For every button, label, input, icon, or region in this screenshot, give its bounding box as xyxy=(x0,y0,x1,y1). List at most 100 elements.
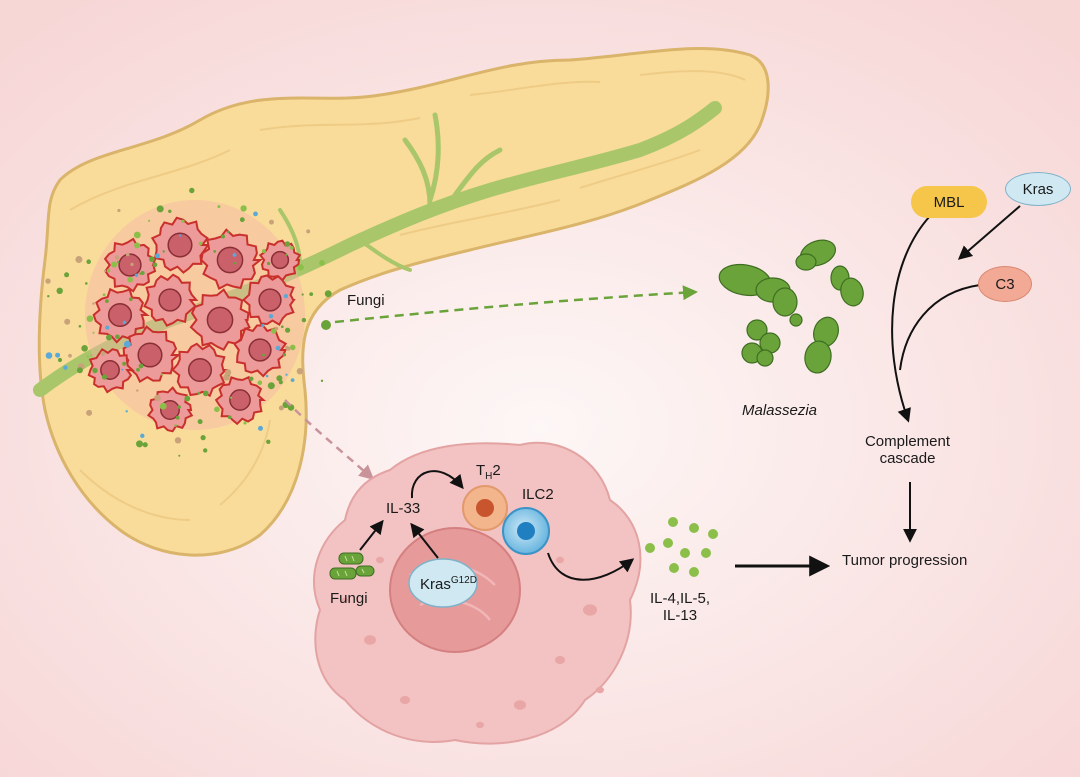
particle-dot xyxy=(92,367,98,374)
particle-dot xyxy=(154,253,160,259)
particle-dot xyxy=(283,294,288,299)
malassezia-cluster xyxy=(718,239,864,374)
particle-dot xyxy=(162,250,165,253)
tumor-cell-nucleus xyxy=(137,342,163,368)
arrow-c3-to-complement xyxy=(899,284,981,371)
particle-dot xyxy=(125,410,128,413)
label-malassezia: Malassezia xyxy=(742,402,818,419)
cell-vesicle xyxy=(514,700,526,710)
particle-dot xyxy=(86,259,91,265)
particle-dot xyxy=(125,252,130,257)
cell-vesicle xyxy=(400,696,410,704)
particle-dot xyxy=(262,353,265,357)
cell-vesicle xyxy=(364,635,376,645)
particle-dot xyxy=(275,345,281,351)
fungal-particles xyxy=(45,187,332,457)
particle-dot xyxy=(267,382,275,390)
particle-dot xyxy=(285,253,288,257)
particle-dot xyxy=(57,357,63,363)
particle-dot xyxy=(85,282,88,285)
c3-node: C3 xyxy=(978,266,1032,302)
particle-dot xyxy=(160,373,163,376)
particle-dot xyxy=(198,241,203,246)
particle-dot xyxy=(134,273,139,277)
particle-dot xyxy=(136,440,143,448)
particle-dot xyxy=(45,278,51,284)
tumor-cell-nucleus xyxy=(107,302,133,328)
particle-dot xyxy=(309,292,314,296)
particle-dot xyxy=(115,334,120,340)
particle-dot xyxy=(154,394,161,402)
particle-dot xyxy=(274,326,279,331)
particle-dot xyxy=(276,375,283,382)
particle-dot xyxy=(148,219,151,222)
fungus-dot xyxy=(321,320,331,330)
particle-dot xyxy=(92,331,95,334)
cell-vesicle xyxy=(556,556,564,564)
pancreas xyxy=(37,47,770,557)
particle-dot xyxy=(56,287,63,294)
particle-dot xyxy=(136,389,139,392)
particle-dot xyxy=(239,217,245,223)
particle-dot xyxy=(64,272,70,278)
particle-dot xyxy=(168,209,172,213)
label-fungi-top: Fungi xyxy=(347,292,385,309)
tumor-cell-nucleus xyxy=(258,288,282,312)
particle-dot xyxy=(100,351,106,356)
particle-dot xyxy=(111,261,118,268)
particle-dot xyxy=(105,299,109,303)
particle-dot xyxy=(261,249,266,254)
particle-dot xyxy=(227,230,230,234)
particle-dot xyxy=(214,406,220,413)
particle-dot xyxy=(200,435,206,441)
particle-dot xyxy=(306,229,311,234)
particle-dot xyxy=(121,368,124,371)
particle-dot xyxy=(177,405,181,409)
particle-dot xyxy=(240,205,247,212)
particle-dot xyxy=(76,367,83,374)
label-fungi-bottom: Fungi xyxy=(330,590,368,607)
particle-dot xyxy=(319,260,325,266)
particle-dot xyxy=(122,361,127,366)
particle-dot xyxy=(213,250,217,253)
particle-dot xyxy=(266,439,271,444)
arrow-fungi-to-malassezia xyxy=(334,285,698,324)
particle-dot xyxy=(106,268,111,273)
tumor-cell-nucleus xyxy=(229,389,251,411)
particle-dot xyxy=(189,187,195,194)
particle-dot xyxy=(86,315,94,323)
particle-dot xyxy=(257,380,263,386)
particle-dot xyxy=(267,261,271,266)
fungi-capsules xyxy=(329,552,375,580)
arrow-il33-to-th2 xyxy=(410,470,464,499)
particle-dot xyxy=(296,368,304,375)
mbl-label: MBL xyxy=(933,193,965,211)
particle-dot xyxy=(258,425,263,431)
tumor-cell-nucleus xyxy=(248,338,272,362)
particle-dot xyxy=(278,405,284,411)
particle-dot xyxy=(86,355,89,358)
particle-dot xyxy=(197,391,201,395)
tumor-cell-nucleus xyxy=(206,306,234,334)
particle-dot xyxy=(232,253,237,257)
kras-node: Kras xyxy=(1005,172,1071,206)
particle-dot xyxy=(78,325,82,328)
c3-label: C3 xyxy=(995,275,1015,293)
particle-dot xyxy=(47,295,50,298)
particle-dot xyxy=(289,344,296,351)
particle-dot xyxy=(123,340,131,348)
particle-dot xyxy=(102,293,106,297)
tumor-cell-nucleus xyxy=(270,250,290,270)
label-tumor-progression: Tumor progression xyxy=(842,552,968,569)
label-cytokines: IL-4,IL-5, IL-13 xyxy=(649,590,711,625)
particle-dot xyxy=(233,261,237,265)
particle-dot xyxy=(45,352,53,359)
particle-dot xyxy=(301,293,304,296)
arrow-fungi-to-il33 xyxy=(359,519,384,551)
particle-dot xyxy=(156,205,164,213)
particle-dot xyxy=(175,415,180,420)
particle-dot xyxy=(249,376,254,381)
particle-dot xyxy=(101,374,108,380)
particle-dot xyxy=(181,219,185,223)
particle-dot xyxy=(81,345,88,352)
